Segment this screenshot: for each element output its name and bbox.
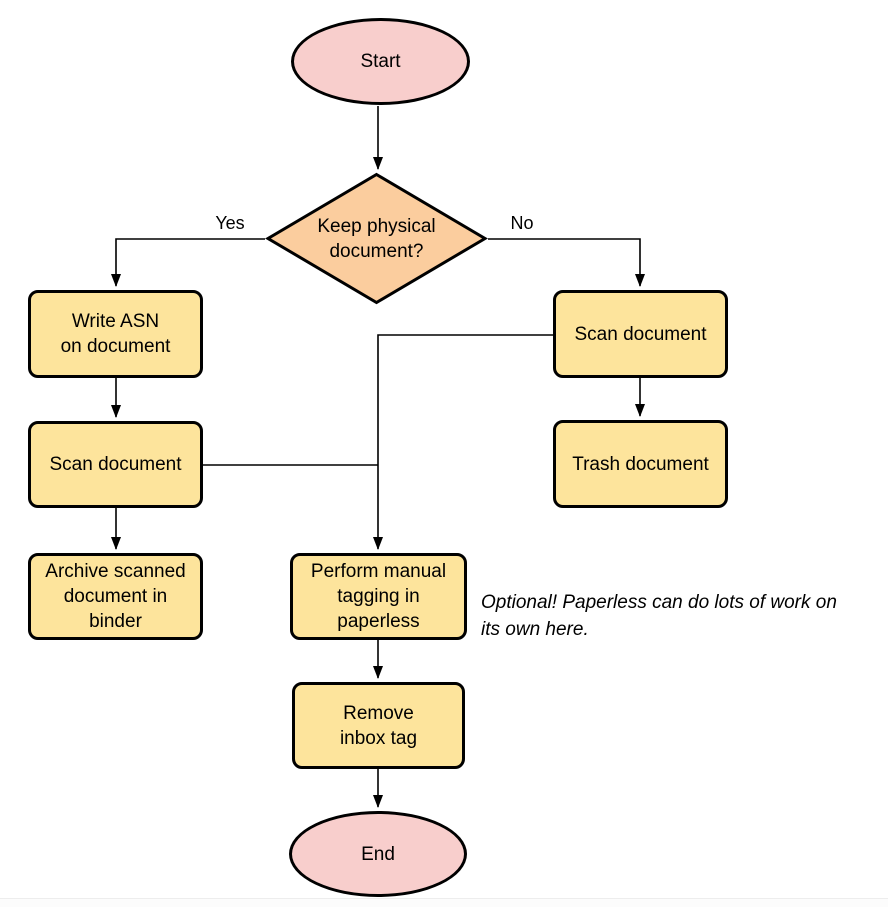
node-scan-document-left-label: Scan document bbox=[49, 454, 182, 475]
node-archive-document: Archive scanned document in binder bbox=[28, 553, 203, 640]
page-bottom-strip bbox=[0, 899, 888, 907]
node-scan-document-right: Scan document bbox=[553, 290, 728, 378]
node-start: Start bbox=[291, 18, 470, 105]
node-end-label: End bbox=[361, 843, 395, 865]
diamond-shape bbox=[265, 172, 488, 305]
node-write-asn: Write ASN on document bbox=[28, 290, 203, 378]
node-remove-inbox-tag-label: Remove inbox tag bbox=[339, 702, 418, 749]
node-write-asn-label: Write ASN on document bbox=[60, 311, 171, 357]
connector-decision-yes-to-write-asn bbox=[111, 238, 265, 287]
node-scan-document-left: Scan document bbox=[28, 421, 203, 508]
page-bottom-divider bbox=[0, 898, 888, 899]
node-remove-inbox-tag: Remove inbox tag bbox=[292, 682, 465, 769]
node-scan-document-right-label: Scan document bbox=[574, 323, 707, 345]
annotation-note: Optional! Paperless can do lots of work … bbox=[481, 592, 837, 640]
node-start-label: Start bbox=[360, 51, 401, 72]
connector-scan-right-to-tagging bbox=[373, 334, 553, 550]
edge-label-yes: Yes bbox=[215, 213, 245, 233]
edge-label-no: No bbox=[510, 213, 534, 233]
node-manual-tagging-label: Perform manual tagging in paperless bbox=[310, 561, 447, 632]
node-decision: Keep physical document? bbox=[265, 172, 488, 305]
node-archive-document-label: Archive scanned document in binder bbox=[45, 561, 186, 632]
node-manual-tagging: Perform manual tagging in paperless bbox=[290, 553, 467, 640]
connector-decision-no-to-scan-right bbox=[488, 238, 645, 287]
node-trash-document: Trash document bbox=[553, 420, 728, 508]
node-end: End bbox=[289, 811, 467, 897]
node-decision-label: Keep physical document? bbox=[317, 215, 436, 262]
node-trash-document-label: Trash document bbox=[572, 453, 709, 475]
